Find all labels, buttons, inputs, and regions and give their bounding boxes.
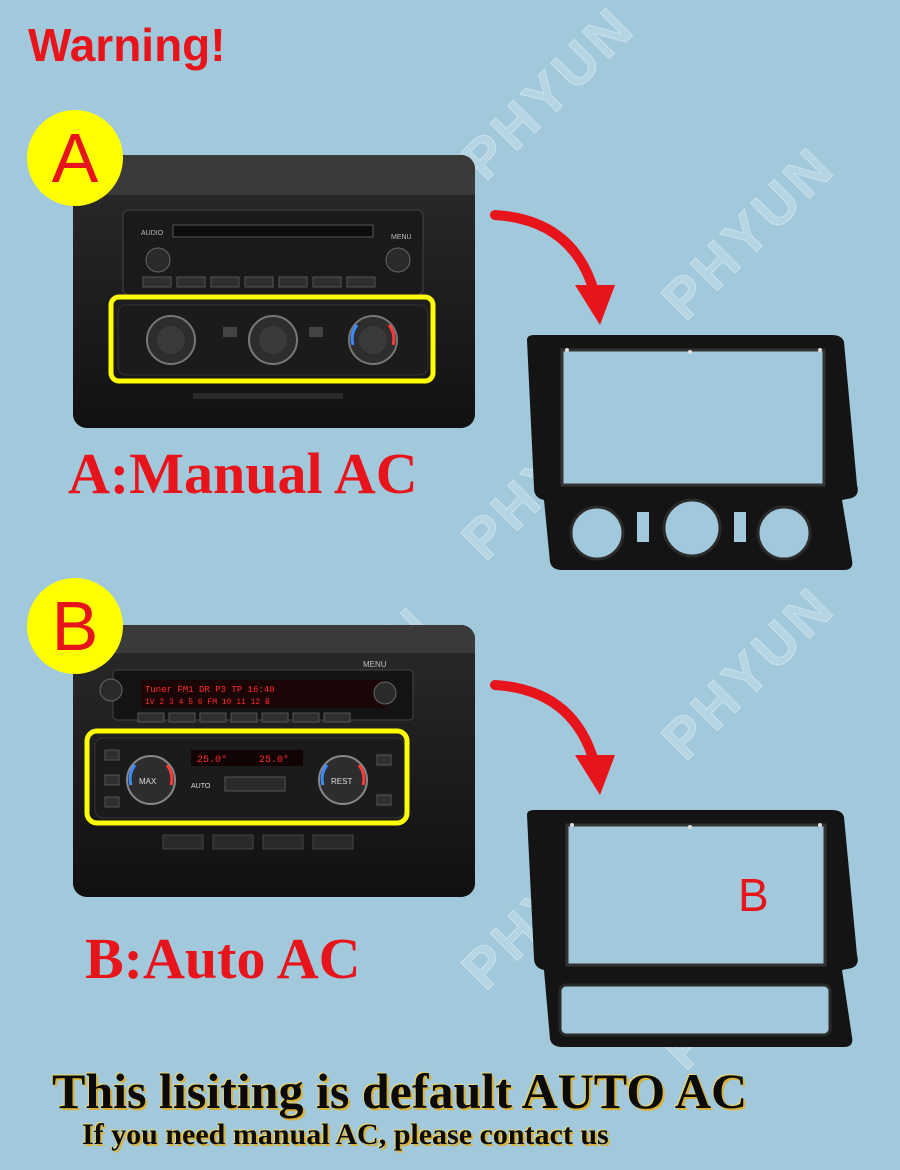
manual-ac-caption: A:Manual AC (68, 441, 418, 506)
warning-heading: Warning! (28, 19, 226, 71)
footer-title: This lisiting is default AUTO AC (52, 1063, 748, 1119)
right-temp: 25.0° (259, 754, 289, 766)
manual-ac-frame-image (527, 335, 858, 570)
watermark: PHYUN (649, 133, 847, 332)
audio-label: AUDIO (141, 230, 164, 237)
auto-ac-frame-image (527, 810, 858, 1047)
arrow-icon (490, 210, 615, 325)
radio-display-line2: 1V 2 3 4 5 6 FM 10 11 12 B (145, 698, 270, 707)
footer-subtitle: If you need manual AC, please contact us (82, 1118, 609, 1151)
auto-ac-caption: B:Auto AC (85, 926, 361, 991)
menu-label: MENU (363, 660, 387, 669)
left-temp: 25.0° (197, 754, 227, 766)
manual-ac-dashboard-photo: AUDIO MENU (73, 155, 475, 428)
watermark: PHYUN (449, 0, 647, 192)
section-b-badge: B (27, 578, 123, 674)
auto-label: AUTO (191, 783, 211, 790)
arrow-icon (490, 680, 615, 795)
auto-ac-dashboard-photo: MENU Tuner FM1 DR P3 TP 16:40 1V 2 3 4 5… (73, 625, 475, 897)
rest-label: REST (331, 777, 352, 786)
section-a-badge: A (27, 110, 123, 206)
watermark: PHYUN (649, 573, 847, 772)
frame-b-label: B (738, 869, 769, 921)
menu-label: MENU (391, 234, 412, 241)
max-label: MAX (139, 777, 157, 786)
radio-display-line1: Tuner FM1 DR P3 TP 16:40 (145, 685, 275, 695)
